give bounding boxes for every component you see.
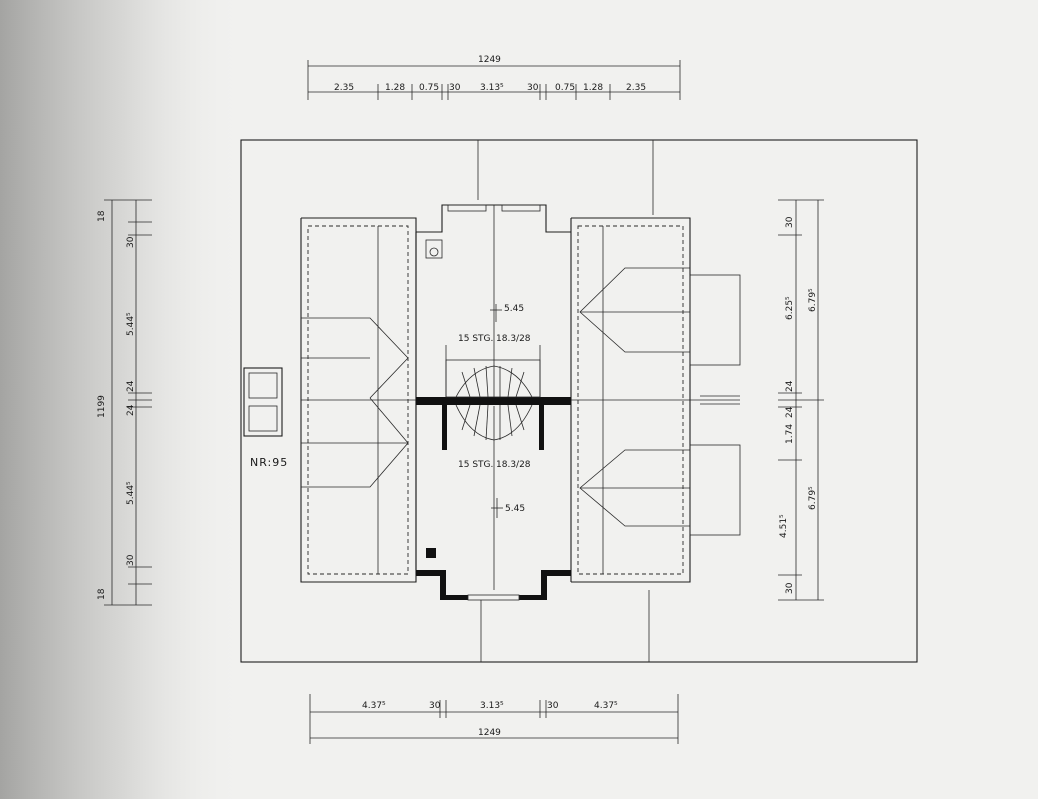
left-dim-3: 5.44⁵	[126, 312, 136, 336]
left-dim-5: 24	[126, 404, 136, 416]
roof-outline	[240, 139, 918, 663]
stair-lower-ratio: 18.3/28	[496, 460, 531, 470]
right-dim-6: 4.51⁵	[779, 514, 789, 538]
right-total-dim-lower: 6.79⁵	[808, 486, 818, 510]
right-dimension-chain	[778, 199, 824, 601]
chimney	[243, 367, 283, 437]
stair-lower-steps: 15 STG.	[458, 460, 493, 470]
left-dim-2: 30	[126, 236, 136, 248]
right-dim-5: 1.74	[785, 424, 795, 444]
roof-hips-right	[579, 267, 690, 527]
left-total-dim: 1199	[97, 395, 107, 418]
top-dim-8: 1.28	[583, 83, 603, 93]
left-dim-4: 24	[126, 380, 136, 392]
right-dim-4: 24	[785, 406, 795, 418]
top-dim-6: 30	[527, 83, 539, 93]
bottom-dim-3: 3.13⁵	[480, 701, 504, 711]
left-dim-7: 30	[126, 554, 136, 566]
left-dim-6: 5.44⁵	[126, 481, 136, 505]
stair-upper-ratio: 18.3/28	[496, 334, 531, 344]
top-dim-9: 2.35	[626, 83, 646, 93]
top-dim-7: 0.75	[555, 83, 575, 93]
right-dim-7: 30	[785, 582, 795, 594]
left-dim-1: 18	[97, 210, 107, 222]
stair-lower	[442, 404, 544, 450]
top-dimension-chain	[307, 60, 681, 100]
top-dim-4: 30	[449, 83, 461, 93]
bottom-total-dim: 1249	[478, 728, 501, 738]
bottom-dimension-chain	[309, 694, 679, 744]
roof-hips-left	[301, 317, 409, 488]
level-lower: 5.45	[505, 504, 525, 514]
bottom-dim-1: 4.37⁵	[362, 701, 386, 711]
stair-upper-steps: 15 STG.	[458, 334, 493, 344]
right-total-dim-upper: 6.79⁵	[808, 288, 818, 312]
knee-walls	[307, 225, 684, 575]
top-dim-3: 0.75	[419, 83, 439, 93]
left-dim-8: 18	[97, 588, 107, 600]
level-upper: 5.45	[504, 304, 524, 314]
top-dim-2: 1.28	[385, 83, 405, 93]
left-dimension-chain	[104, 199, 152, 606]
top-bay	[425, 204, 541, 259]
right-dim-2: 6.25⁵	[785, 296, 795, 320]
top-dim-1: 2.35	[334, 83, 354, 93]
bottom-dim-4: 30	[547, 701, 559, 711]
bottom-bay	[416, 548, 571, 601]
party-wall	[416, 397, 571, 405]
side-dormers	[689, 274, 741, 536]
house-number-label: NR:95	[250, 456, 288, 469]
right-dim-1: 30	[785, 216, 795, 228]
bottom-dim-5: 4.37⁵	[594, 701, 618, 711]
stair-upper	[445, 345, 541, 398]
bottom-dim-2: 30	[429, 701, 441, 711]
right-dim-3: 24	[785, 380, 795, 392]
level-markers	[490, 304, 503, 518]
top-dim-5: 3.13⁵	[480, 83, 504, 93]
top-total-dim: 1249	[478, 55, 501, 65]
